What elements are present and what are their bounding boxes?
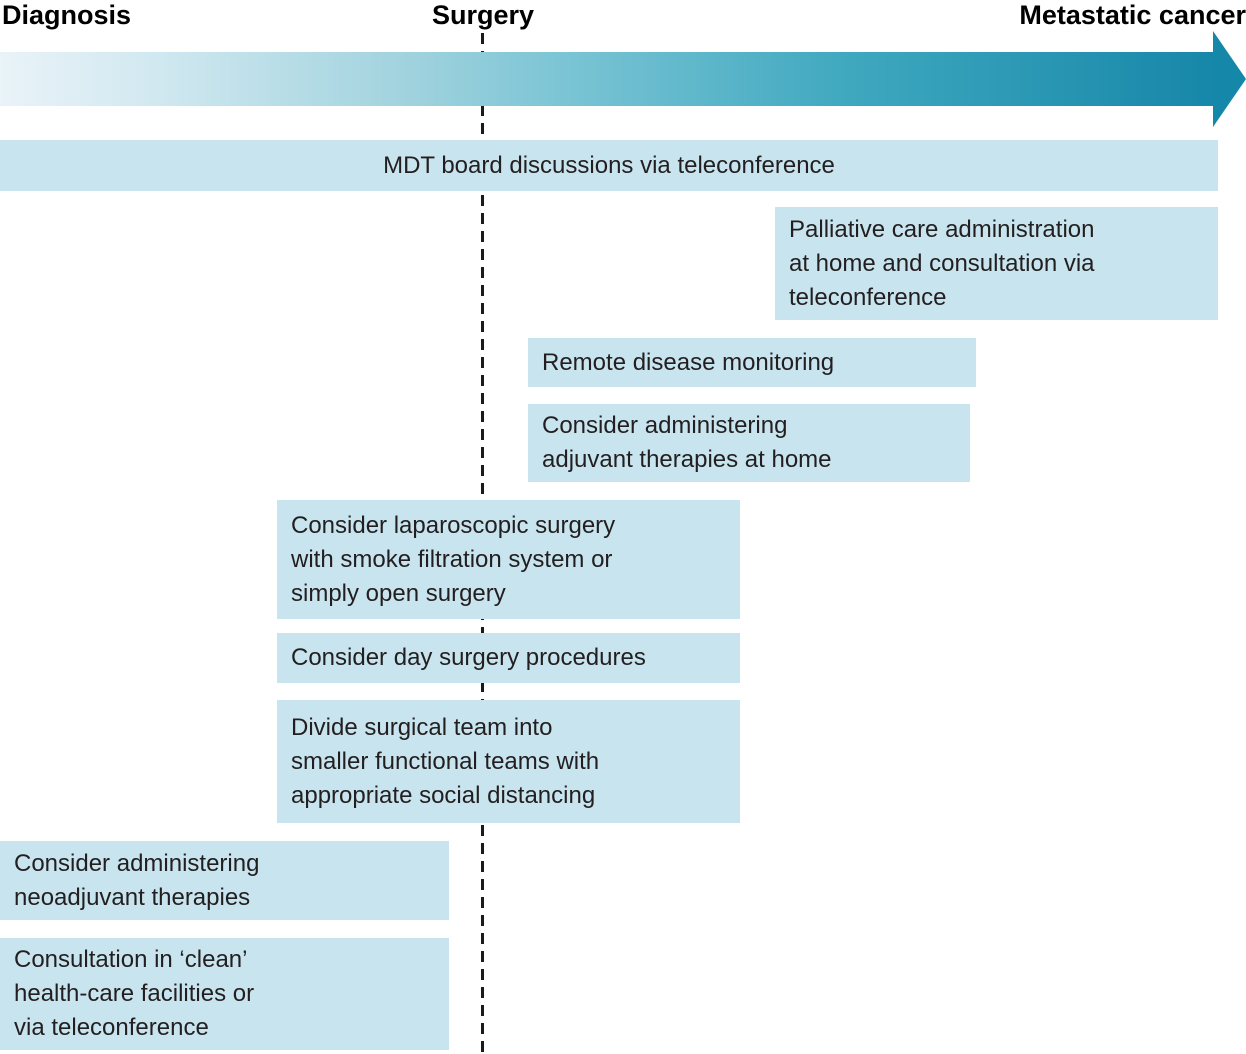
intervention-box-adjuvant-home: Consider administering adjuvant therapie… bbox=[528, 404, 970, 482]
intervention-box-laparoscopic-surgery: Consider laparoscopic surgery with smoke… bbox=[277, 500, 740, 619]
stage-label-diagnosis: Diagnosis bbox=[2, 0, 132, 30]
intervention-box-remote-monitoring: Remote disease monitoring bbox=[528, 338, 976, 387]
intervention-box-day-surgery: Consider day surgery procedures bbox=[277, 633, 740, 683]
intervention-box-clean-consultation: Consultation in ‘clean’ health-care faci… bbox=[0, 938, 449, 1050]
intervention-box-neoadjuvant-therapies: Consider administering neoadjuvant thera… bbox=[0, 841, 449, 920]
intervention-box-divide-surgical-team: Divide surgical team into smaller functi… bbox=[277, 700, 740, 823]
stage-label-surgery: Surgery bbox=[431, 0, 535, 30]
timeline-arrow-head-icon bbox=[1213, 31, 1246, 127]
timeline-arrow-body bbox=[0, 52, 1213, 106]
intervention-box-mdt-teleconference: MDT board discussions via teleconference bbox=[0, 140, 1218, 191]
intervention-box-palliative-care: Palliative care administration at home a… bbox=[775, 207, 1218, 320]
stage-label-metastatic-cancer: Metastatic cancer bbox=[1019, 0, 1246, 30]
